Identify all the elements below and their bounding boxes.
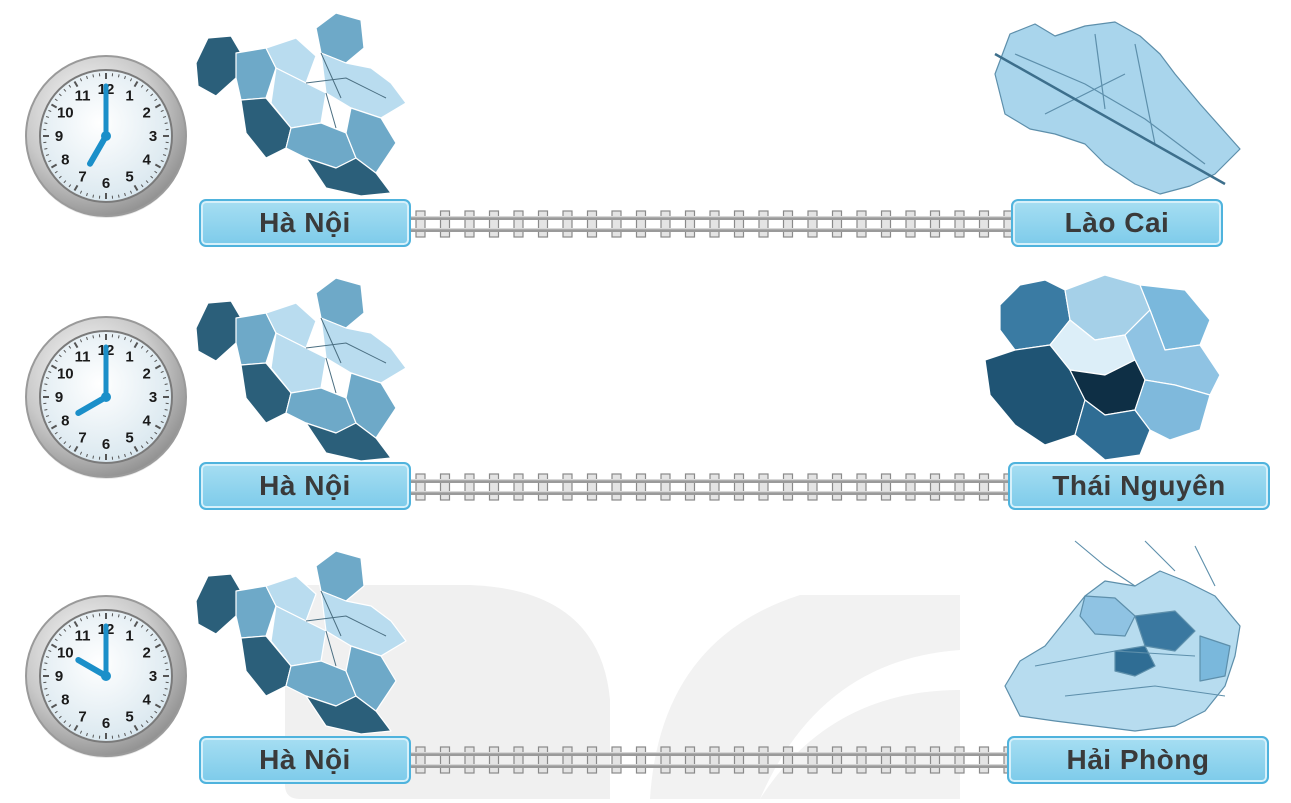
clock-numeral: 6 <box>102 175 110 192</box>
clock-numeral: 4 <box>143 692 152 709</box>
clock-numeral: 9 <box>55 668 63 685</box>
clock-numeral: 5 <box>125 169 133 186</box>
railway-track <box>408 745 1016 775</box>
thai-nguyen-map-image <box>975 265 1225 465</box>
clock-numeral: 3 <box>149 128 157 145</box>
clock-numeral: 6 <box>102 436 110 453</box>
clock-numeral: 8 <box>61 152 69 169</box>
clock-numeral: 10 <box>57 645 74 662</box>
route-row-hai-phong: 121234567891011 Hà Nội Hải Phòng <box>0 538 1291 803</box>
origin-label: Hà Nội <box>199 462 411 510</box>
clock-icon: 121234567891011 <box>22 313 190 481</box>
clock-numeral: 8 <box>61 692 69 709</box>
clock-numeral: 3 <box>149 668 157 685</box>
clock-numeral: 3 <box>149 389 157 406</box>
clock-numeral: 6 <box>102 715 110 732</box>
clock-numeral: 2 <box>143 645 151 662</box>
clock-icon: 121234567891011 <box>22 592 190 760</box>
origin-label: Hà Nội <box>199 736 411 784</box>
clock-numeral: 8 <box>61 413 69 430</box>
clock-numeral: 2 <box>143 105 151 122</box>
clock-numeral: 10 <box>57 366 74 383</box>
clock-numeral: 7 <box>78 430 86 447</box>
railway-track <box>408 209 1016 239</box>
ha-noi-map-image <box>186 8 418 198</box>
route-row-thai-nguyen: 121234567891011 Hà Nội Thái Nguyên <box>0 265 1291 530</box>
lao-cai-map-image <box>975 14 1251 200</box>
clock-numeral: 10 <box>57 105 74 122</box>
clock-numeral: 1 <box>125 87 133 104</box>
destination-label: Hải Phòng <box>1007 736 1269 784</box>
route-row-lao-cai: 121234567891011 Hà Nội Lào Cai <box>0 0 1291 265</box>
clock-numeral: 9 <box>55 389 63 406</box>
clock-numeral: 4 <box>143 413 152 430</box>
destination-label: Lào Cai <box>1011 199 1223 247</box>
destination-label: Thái Nguyên <box>1008 462 1270 510</box>
clock-numeral: 11 <box>75 87 91 104</box>
clock-numeral: 4 <box>143 152 152 169</box>
clock-numeral: 11 <box>75 627 91 644</box>
clock-numeral: 5 <box>125 709 133 726</box>
ha-noi-map-image <box>186 273 418 463</box>
clock-numeral: 5 <box>125 430 133 447</box>
clock-numeral: 9 <box>55 128 63 145</box>
clock-numeral: 11 <box>75 348 91 365</box>
ha-noi-map-image <box>186 546 418 736</box>
railway-track <box>408 472 1016 502</box>
clock-icon: 121234567891011 <box>22 52 190 220</box>
hai-phong-map-image <box>975 526 1255 738</box>
clock-numeral: 7 <box>78 709 86 726</box>
clock-numeral: 1 <box>125 627 133 644</box>
origin-label: Hà Nội <box>199 199 411 247</box>
clock-numeral: 7 <box>78 169 86 186</box>
clock-numeral: 2 <box>143 366 151 383</box>
clock-numeral: 1 <box>125 348 133 365</box>
